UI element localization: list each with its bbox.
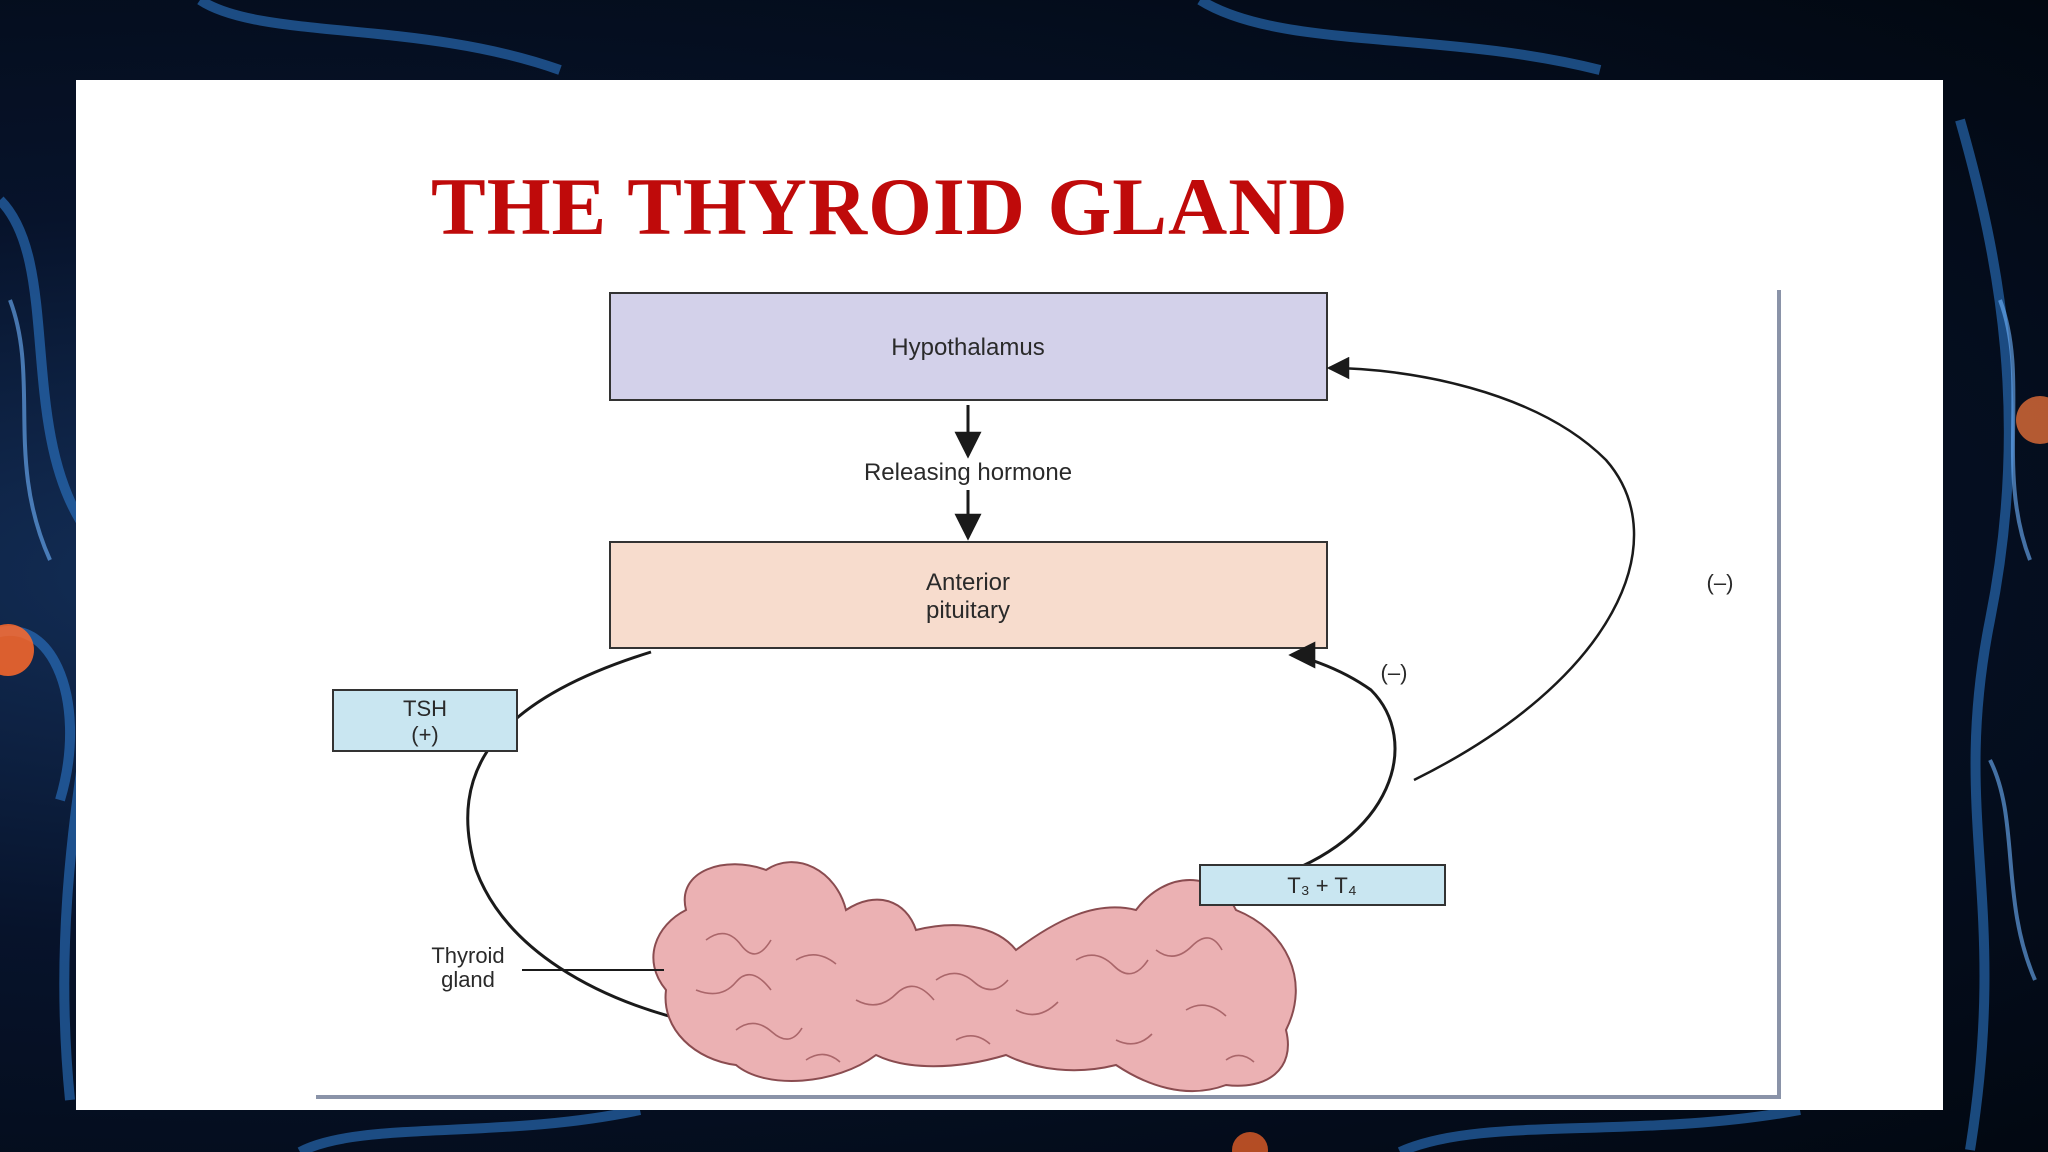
tsh-label-1: TSH [403, 696, 447, 721]
short-feedback-label: (–) [1381, 660, 1408, 685]
anterior-pituitary-label-1: Anterior [926, 569, 1010, 596]
releasing-hormone-label: Releasing hormone [864, 459, 1072, 486]
long-feedback-arrow [1326, 356, 1636, 782]
long-feedback-label: (–) [1707, 570, 1734, 595]
glow-spot-left [0, 624, 34, 676]
slide-title: THE THYROID GLAND [431, 161, 1349, 252]
glow-spot-bottom [1232, 1132, 1268, 1152]
thyroid-gland-label-2: gland [441, 967, 495, 992]
hypothalamus-box [609, 292, 1328, 401]
slide-panel: THE THYROID GLAND Hypothalamus Releasing… [76, 80, 1943, 1110]
thyroid-feedback-diagram: Hypothalamus Releasing hormone Anterior … [316, 290, 1781, 1099]
glow-spot-right [2016, 396, 2048, 444]
thyroid-gland-illustration [652, 861, 1297, 1093]
tsh-label-2: (+) [411, 722, 439, 747]
tsh-label-box [332, 689, 518, 752]
anterior-pituitary-box [609, 541, 1328, 649]
short-feedback-arrow [1265, 641, 1397, 882]
anterior-pituitary-label-2: pituitary [926, 597, 1010, 624]
thyroid-gland-label-1: Thyroid [431, 943, 504, 968]
t3-t4-label: T₃ + T₄ [1287, 873, 1357, 898]
hypothalamus-label: Hypothalamus [891, 334, 1044, 361]
t3-t4-label-box [1199, 864, 1446, 906]
tsh-pathway-line [466, 650, 697, 1025]
